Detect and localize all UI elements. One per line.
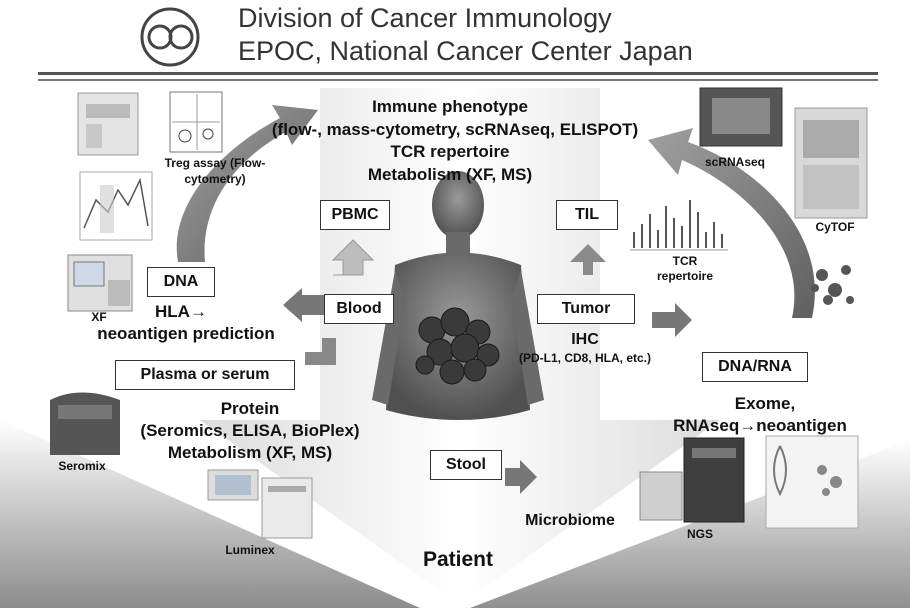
instrument-xf-icon	[67, 254, 133, 312]
immune-phenotype-detail: (flow-, mass-cytometry, scRNAseq, ELISPO…	[271, 120, 639, 139]
microbiome-label: Microbiome	[525, 512, 615, 529]
immune-phenotype-title: Immune phenotype	[372, 97, 528, 116]
luminex-caption: Luminex	[225, 543, 275, 557]
instrument-ngs-icon	[639, 437, 745, 523]
instrument-cytof-icon	[794, 107, 868, 219]
tcr-repertoire-chart-icon	[630, 200, 728, 251]
up-arrow-pbmc	[331, 239, 375, 276]
scrnaseq-caption: scRNAseq	[704, 155, 766, 169]
tumor-box: Tumor	[537, 294, 635, 324]
exome-line2: RNAseq→neoantigen	[673, 416, 847, 435]
hla-line1: HLA→	[155, 302, 207, 321]
ihc-line1: IHC	[571, 331, 599, 348]
header-line2: EPOC, National Cancer Center Japan	[238, 36, 693, 66]
treg-caption-line2: cytometry)	[184, 172, 246, 186]
hla-line2: neoantigen prediction	[97, 324, 275, 343]
treg-caption-line1: Treg assay (Flow-	[164, 156, 266, 170]
right-arrow-stool	[505, 460, 537, 494]
instrument-seromix-icon	[50, 392, 120, 455]
ngs-caption: NGS	[686, 527, 713, 541]
dna-box: DNA	[147, 267, 215, 297]
xf-caption: XF	[91, 310, 107, 324]
flow-plot-icon	[169, 91, 223, 153]
right-arrow-tumor	[652, 303, 692, 337]
plasma-serum-box: Plasma or serum	[115, 360, 295, 390]
up-arrow-til	[570, 244, 606, 275]
left-wedge	[0, 420, 420, 608]
header-rule-bottom	[38, 79, 878, 81]
instrument-scrnaseq-icon	[699, 87, 783, 147]
til-box: TIL	[556, 200, 618, 230]
header-line1: Division of Cancer Immunology	[238, 3, 612, 33]
pbmc-box: PBMC	[320, 200, 390, 230]
header-rule-top	[38, 72, 878, 75]
curved-arrow-left	[176, 105, 318, 262]
logo-icon	[140, 7, 200, 67]
mito-graph-icon	[79, 171, 153, 241]
tumor-cluster	[415, 307, 500, 385]
cytof-caption: CyTOF	[815, 220, 855, 234]
seromix-caption: Seromix	[58, 459, 106, 473]
protein-line2: (Seromics, ELISA, BioPlex)	[140, 421, 360, 440]
stool-box: Stool	[430, 450, 502, 480]
curved-arrow-right	[648, 128, 815, 318]
blood-box: Blood	[324, 294, 394, 324]
protein-line3: Metabolism (XF, MS)	[167, 443, 333, 462]
downleft-arrow-plasma	[305, 338, 336, 365]
instrument-luminex-icon	[207, 469, 313, 539]
instrument-xf-top-icon	[77, 92, 139, 156]
tcr-caption-line1: TCR	[672, 254, 698, 268]
ihc-line2: (PD-L1, CD8, HLA, etc.)	[518, 351, 651, 365]
tcr-caption-line2: repertoire	[656, 269, 714, 283]
neoantigen-figure-icon	[765, 435, 859, 529]
dna-rna-box: DNA/RNA	[702, 352, 808, 382]
patient-label: Patient	[422, 548, 493, 571]
tcr-repertoire-title: TCR repertoire	[390, 142, 510, 161]
exome-line1: Exome,	[734, 394, 796, 413]
left-arrow-blood	[283, 288, 325, 322]
protein-line1: Protein	[220, 399, 280, 418]
tsne-plot-icon	[811, 265, 854, 305]
metabolism-title: Metabolism (XF, MS)	[367, 165, 533, 184]
